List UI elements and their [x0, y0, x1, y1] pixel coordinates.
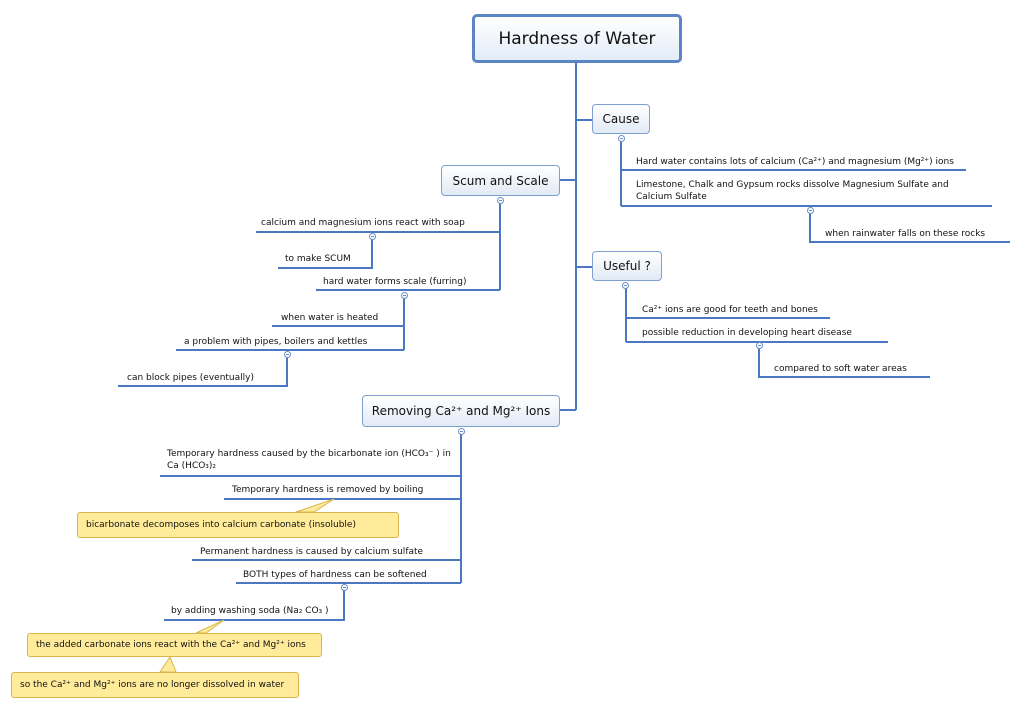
subtopic-useful-2[interactable]: possible reduction in developing heart d…: [642, 328, 852, 338]
subtopic-removing-1[interactable]: Temporary hardness caused by the bicarbo…: [167, 449, 451, 471]
collapse-toggle-icon[interactable]: [369, 233, 376, 240]
collapse-toggle-icon[interactable]: [458, 428, 465, 435]
collapse-toggle-icon[interactable]: [618, 135, 625, 142]
subtopic-scum-5[interactable]: a problem with pipes, boilers and kettle…: [184, 337, 368, 347]
collapse-toggle-icon[interactable]: [401, 292, 408, 299]
callout-carbonate-react[interactable]: the added carbonate ions react with the …: [27, 633, 322, 657]
collapse-toggle-icon[interactable]: [284, 351, 291, 358]
subtopic-removing-4[interactable]: BOTH types of hardness can be softened: [243, 570, 427, 580]
topic-useful[interactable]: Useful ?: [592, 251, 662, 281]
collapse-toggle-icon[interactable]: [497, 197, 504, 204]
topic-scum-and-scale[interactable]: Scum and Scale: [441, 165, 560, 196]
subtopic-scum-1[interactable]: calcium and magnesium ions react with so…: [261, 218, 465, 228]
topic-cause[interactable]: Cause: [592, 104, 650, 134]
subtopic-removing-3[interactable]: Permanent hardness is caused by calcium …: [200, 547, 424, 557]
subtopic-scum-6[interactable]: can block pipes (eventually): [127, 373, 254, 383]
collapse-toggle-icon[interactable]: [756, 342, 763, 349]
subtopic-cause-rainwater[interactable]: when rainwater falls on these rocks: [825, 229, 986, 239]
collapse-toggle-icon[interactable]: [807, 207, 814, 214]
collapse-toggle-icon[interactable]: [622, 282, 629, 289]
subtopic-removing-5[interactable]: by adding washing soda (Na₂ CO₃ ): [171, 606, 329, 616]
callout-no-longer-dissolved[interactable]: so the Ca²⁺ and Mg²⁺ ions are no longer …: [11, 672, 299, 698]
subtopic-scum-2[interactable]: to make SCUM: [285, 254, 351, 264]
subtopic-scum-3[interactable]: hard water forms scale (furring): [323, 277, 467, 287]
central-topic[interactable]: Hardness of Water: [472, 14, 682, 63]
collapse-toggle-icon[interactable]: [341, 584, 348, 591]
subtopic-scum-4[interactable]: when water is heated: [281, 313, 379, 323]
topic-removing-ions[interactable]: Removing Ca²⁺ and Mg²⁺ Ions: [362, 395, 560, 427]
callout-bicarbonate[interactable]: bicarbonate decomposes into calcium carb…: [77, 512, 399, 538]
subtopic-removing-2[interactable]: Temporary hardness is removed by boiling: [232, 485, 424, 495]
subtopic-cause-2[interactable]: Limestone, Chalk and Gypsum rocks dissol…: [636, 180, 949, 202]
subtopic-useful-soft-water[interactable]: compared to soft water areas: [774, 364, 907, 374]
subtopic-useful-1[interactable]: Ca²⁺ ions are good for teeth and bones: [642, 305, 818, 315]
subtopic-cause-1[interactable]: Hard water contains lots of calcium (Ca²…: [636, 157, 954, 167]
